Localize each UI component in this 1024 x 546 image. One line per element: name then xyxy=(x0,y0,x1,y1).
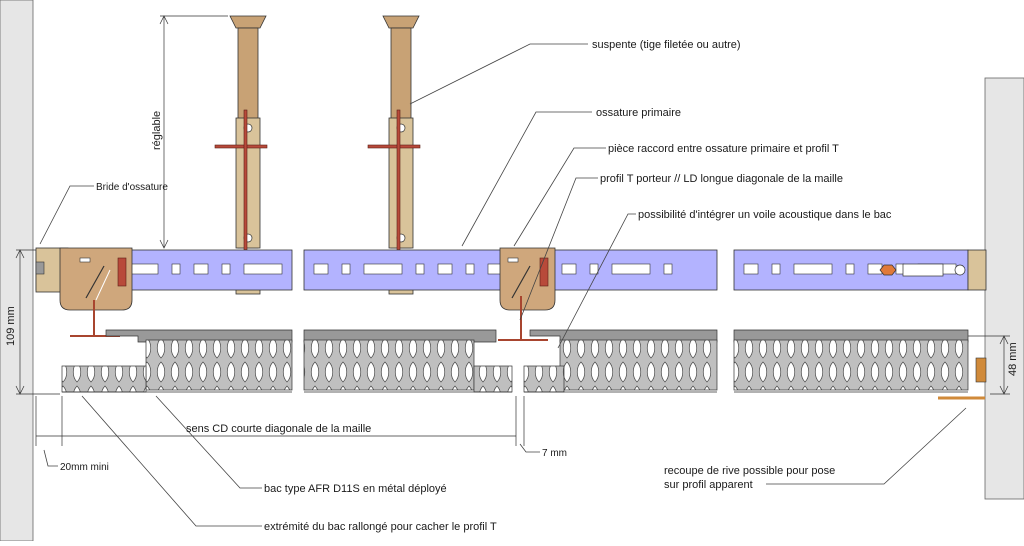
rail-slot xyxy=(243,263,283,275)
label-ossature-primaire: ossature primaire xyxy=(596,107,681,119)
rail-slot xyxy=(611,263,651,275)
connector-piece-left xyxy=(59,247,133,311)
label-dim-109: 109 mm xyxy=(5,306,17,346)
dimension-48 xyxy=(968,335,1010,395)
rail-slot xyxy=(313,263,329,275)
rail-slot xyxy=(771,263,781,275)
rail-slot xyxy=(465,263,475,275)
edge-angle-bracket xyxy=(938,357,987,400)
tray-center-right xyxy=(523,329,718,393)
rail-slot xyxy=(415,263,425,275)
left-wall xyxy=(0,0,34,542)
leader-lines xyxy=(39,43,967,527)
label-bac-type: bac type AFR D11S en métal déployé xyxy=(264,483,447,495)
rail-slot xyxy=(363,263,403,275)
label-extremite: extrémité du bac rallongé pour cacher le… xyxy=(264,521,497,533)
rail-slot xyxy=(743,263,759,275)
label-suspente: suspente (tige filetée ou autre) xyxy=(592,39,741,51)
rail-slot xyxy=(437,263,453,275)
rail-slot xyxy=(341,263,351,275)
tray-left xyxy=(61,329,293,393)
rail-slot xyxy=(867,263,883,275)
rail-slot xyxy=(561,263,577,275)
label-recoupe-2: sur profil apparent xyxy=(664,479,753,491)
dimension-sens-cd xyxy=(35,396,525,446)
rail-slot xyxy=(221,263,231,275)
rail-slot xyxy=(193,263,209,275)
rail-slot xyxy=(663,263,673,275)
rail-slot xyxy=(793,263,833,275)
rail-slot xyxy=(171,263,181,275)
label-dim-48: 48 mm xyxy=(1007,342,1019,376)
dimension-reglable xyxy=(159,15,228,249)
tray-middle xyxy=(303,329,513,393)
label-recoupe-1: recoupe de rive possible pour pose xyxy=(664,465,835,477)
wall-bracket-right xyxy=(879,249,987,291)
label-reglable: réglable xyxy=(151,111,163,150)
label-bride: Bride d'ossature xyxy=(96,182,168,193)
rail-slot xyxy=(845,263,855,275)
label-sens-cd: sens CD courte diagonale de la maille xyxy=(186,423,371,435)
text-labels: suspente (tige filetée ou autre) ossatur… xyxy=(5,39,1019,533)
label-dim-7: 7 mm xyxy=(542,448,567,459)
label-piece-raccord: pièce raccord entre ossature primaire et… xyxy=(608,143,839,155)
rail-slot xyxy=(589,263,599,275)
dimension-109 xyxy=(15,249,60,395)
right-wall xyxy=(984,77,1024,500)
label-voile: possibilité d'intégrer un voile acoustiq… xyxy=(638,209,892,221)
tray-right xyxy=(733,329,969,393)
label-dim-20: 20mm mini xyxy=(60,462,109,473)
connector-piece-right xyxy=(499,247,556,311)
label-profil-t: profil T porteur // LD longue diagonale … xyxy=(600,173,843,185)
